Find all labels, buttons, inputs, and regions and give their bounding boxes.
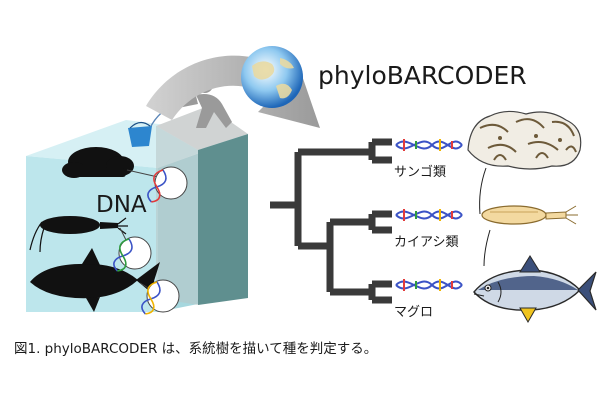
dna-bubble-copepod <box>113 227 152 272</box>
tuna-icon <box>473 255 597 324</box>
phylogenetic-tree <box>270 138 392 304</box>
tuna-silhouette-icon <box>30 248 160 312</box>
wall-face-right <box>198 134 248 305</box>
dna-icon <box>113 238 133 272</box>
copepod-silhouette-icon <box>29 216 128 253</box>
dna-label: DNA <box>96 192 147 218</box>
dna-strip-tuna <box>395 279 463 291</box>
dna-bubble-tuna <box>139 279 180 315</box>
dna-icon <box>141 281 161 315</box>
dna-bubble-coral <box>126 166 188 203</box>
dna-strip-copepod <box>395 209 463 221</box>
tip-label-copepod: カイアシ類 <box>394 235 458 250</box>
wall-face-left <box>156 126 198 305</box>
coral-icon <box>467 110 582 170</box>
coral-silhouette-icon <box>62 147 134 178</box>
globe-icon <box>241 46 303 108</box>
tip-label-tuna: マグロ <box>394 305 433 320</box>
dna-strip-coral <box>395 139 463 151</box>
app-title: phyloBARCODER <box>318 61 527 90</box>
figure-caption: 図1. phyloBARCODER は、系統樹を描いて種を判定する。 <box>14 341 378 357</box>
bucket-icon <box>128 121 152 147</box>
sampling-scene: DNA <box>26 77 248 315</box>
copepod-icon <box>479 167 578 267</box>
dna-icon <box>147 169 167 203</box>
tip-label-coral: サンゴ類 <box>394 164 446 180</box>
